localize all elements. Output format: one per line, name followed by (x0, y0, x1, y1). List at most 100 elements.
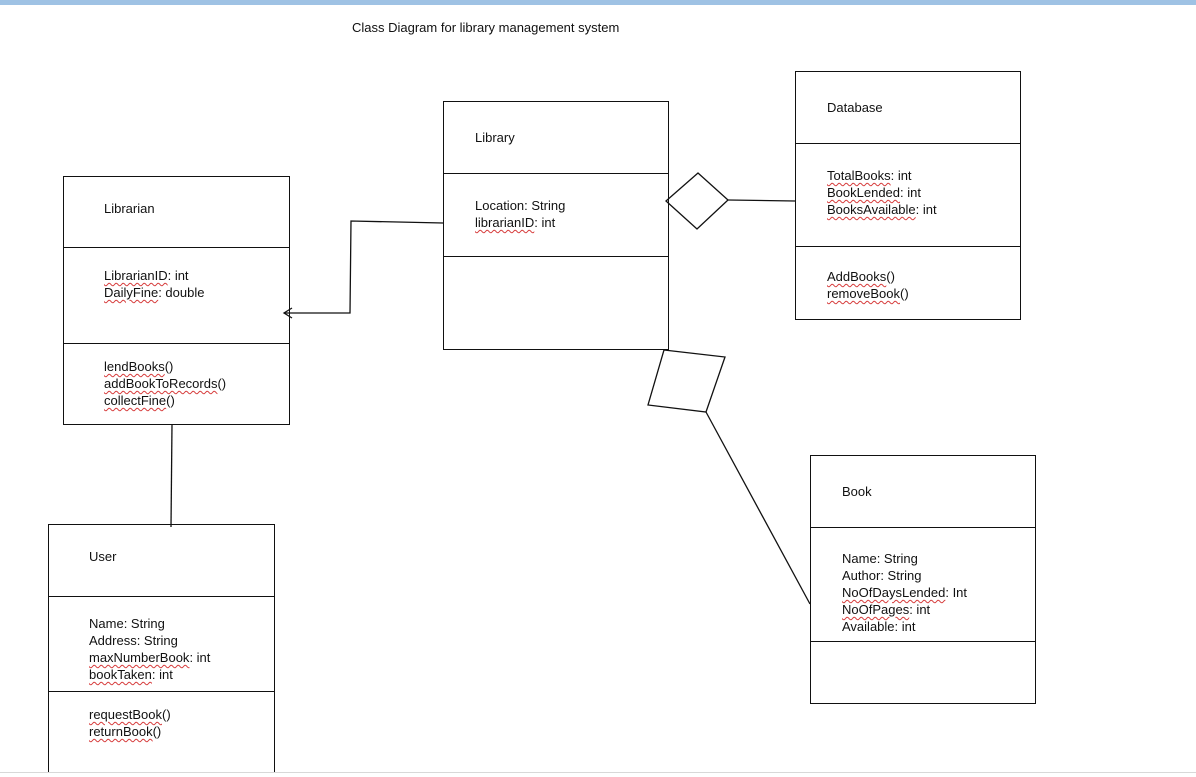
method-item: lendBooks() (104, 358, 226, 375)
class-name: Library (475, 130, 515, 145)
class-name: Book (842, 484, 872, 499)
attribute-item: BooksAvailable: int (827, 201, 937, 218)
member-name: librarianID (475, 215, 535, 230)
member-type: : String (876, 551, 918, 566)
divider (49, 596, 274, 597)
member-type: () (217, 376, 227, 391)
divider (444, 256, 668, 257)
class-name: Librarian (104, 201, 155, 216)
member-type: : double (158, 285, 205, 300)
member-name: bookTaken (89, 667, 152, 682)
member-name: NoOfDaysLended (842, 585, 946, 600)
member-type: : int (534, 215, 556, 230)
library-database-aggregation (727, 199, 796, 202)
divider (796, 143, 1020, 144)
member-name: BooksAvailable (827, 202, 916, 217)
divider (64, 247, 289, 248)
member-type: () (886, 269, 895, 284)
divider (796, 246, 1020, 247)
member-type: : String (524, 198, 566, 213)
divider (49, 691, 274, 692)
member-type: () (162, 707, 171, 722)
class-name: User (89, 549, 117, 564)
member-type: : int (894, 619, 916, 634)
member-name: removeBook (827, 286, 900, 301)
attribute-item: LibrarianID: int (104, 267, 204, 284)
member-name: Address (89, 633, 137, 648)
attribute-item: BookLended: int (827, 184, 937, 201)
attribute-item: NoOfDaysLended: Int (842, 584, 967, 601)
window-bottom-edge (0, 772, 1196, 773)
attribute-item: TotalBooks: int (827, 167, 937, 184)
member-type: () (152, 724, 162, 739)
member-type: : Int (945, 585, 968, 600)
method-item: addBookToRecords() (104, 375, 226, 392)
member-type: : int (900, 185, 921, 200)
member-name: Name (89, 616, 124, 631)
member-name: Available (842, 619, 895, 634)
diagram-title: Class Diagram for library management sys… (352, 20, 620, 35)
method-item: returnBook() (89, 723, 171, 740)
method-list: requestBook()returnBook() (89, 706, 171, 740)
member-name: lendBooks (104, 359, 165, 374)
member-type: : int (189, 650, 211, 665)
class-name: Database (827, 100, 883, 115)
member-type: () (164, 359, 174, 374)
member-type: : String (136, 633, 178, 648)
method-item: removeBook() (827, 285, 909, 302)
member-type: () (166, 393, 175, 408)
member-name: DailyFine (104, 285, 159, 300)
member-name: Author (842, 568, 881, 583)
attribute-item: Name: String (842, 550, 967, 567)
library-book-aggregation (705, 411, 811, 605)
window-top-bar (0, 0, 1196, 5)
member-type: : String (123, 616, 165, 631)
attribute-item: Name: String (89, 615, 210, 632)
member-name: TotalBooks (827, 168, 891, 183)
divider (811, 641, 1035, 642)
member-name: LibrarianID (104, 268, 168, 283)
member-type: : int (909, 602, 931, 617)
librarian-user-association (170, 423, 173, 528)
member-name: Location (475, 198, 525, 213)
attribute-item: Author: String (842, 567, 967, 584)
attribute-item: Location: String (475, 197, 565, 214)
aggregation-diamond-icon (647, 349, 726, 413)
method-item: requestBook() (89, 706, 171, 723)
method-item: collectFine() (104, 392, 226, 409)
member-name: BookLended (827, 185, 901, 200)
aggregation-diamond-icon (665, 172, 729, 230)
attribute-item: DailyFine: double (104, 284, 204, 301)
member-name: AddBooks (827, 269, 887, 284)
divider (444, 173, 668, 174)
attribute-item: Available: int (842, 618, 967, 635)
method-list: AddBooks()removeBook() (827, 268, 909, 302)
divider (64, 343, 289, 344)
library-librarian-association (284, 220, 444, 314)
member-type: : int (167, 268, 189, 283)
attribute-item: Address: String (89, 632, 210, 649)
method-item: AddBooks() (827, 268, 909, 285)
member-name: addBookToRecords (104, 376, 218, 391)
member-name: maxNumberBook (89, 650, 190, 665)
member-type: : int (915, 202, 937, 217)
attribute-item: bookTaken: int (89, 666, 210, 683)
member-type: : int (890, 168, 912, 183)
member-type: : int (151, 667, 173, 682)
method-list: lendBooks()addBookToRecords()collectFine… (104, 358, 226, 409)
member-name: NoOfPages (842, 602, 910, 617)
member-type: () (899, 286, 909, 301)
attribute-item: maxNumberBook: int (89, 649, 210, 666)
member-name: requestBook (89, 707, 162, 722)
member-name: collectFine (104, 393, 167, 408)
member-type: : String (880, 568, 922, 583)
